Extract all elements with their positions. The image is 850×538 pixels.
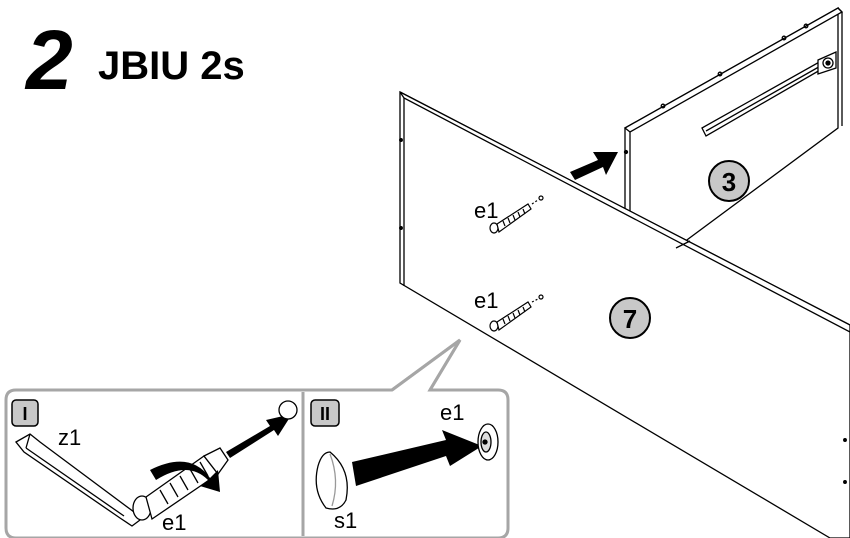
- screw-head: [477, 423, 499, 461]
- step-title: JBIU 2s: [98, 44, 245, 88]
- panel-7-top-edge: [399, 91, 850, 333]
- detail-cap-arrow: [352, 430, 482, 486]
- detail-badge-one-label: I: [22, 404, 27, 424]
- badge-panel-3-label: 3: [722, 167, 736, 197]
- label-detail-screw: e1: [162, 510, 186, 535]
- screw-upper: [489, 195, 544, 234]
- label-cover-cap: s1: [334, 508, 357, 533]
- panel-3-face: [624, 6, 839, 249]
- badge-panel-3: 3: [708, 160, 750, 202]
- detail-badge-two: II: [310, 399, 340, 427]
- detail-insert-arrow: [226, 414, 292, 458]
- cover-cap: [315, 451, 348, 510]
- rotate-arrow: [150, 461, 220, 492]
- insert-arrow: [570, 152, 618, 180]
- drawer-runner: [701, 50, 837, 137]
- label-screw-lower: e1: [474, 288, 498, 313]
- detail-badge-two-label: II: [320, 404, 330, 424]
- detail-badge-one: I: [11, 399, 39, 427]
- step-number: 2: [26, 13, 73, 107]
- badge-panel-7-label: 7: [623, 304, 637, 334]
- label-hex-key: z1: [58, 425, 81, 450]
- badge-panel-7: 7: [609, 297, 651, 339]
- pre-drilled-hole: [278, 400, 298, 420]
- label-detail2-screw: e1: [440, 400, 464, 425]
- screw-lower: [489, 294, 544, 332]
- label-screw-upper: e1: [474, 198, 498, 223]
- panel-3: [623, 6, 844, 249]
